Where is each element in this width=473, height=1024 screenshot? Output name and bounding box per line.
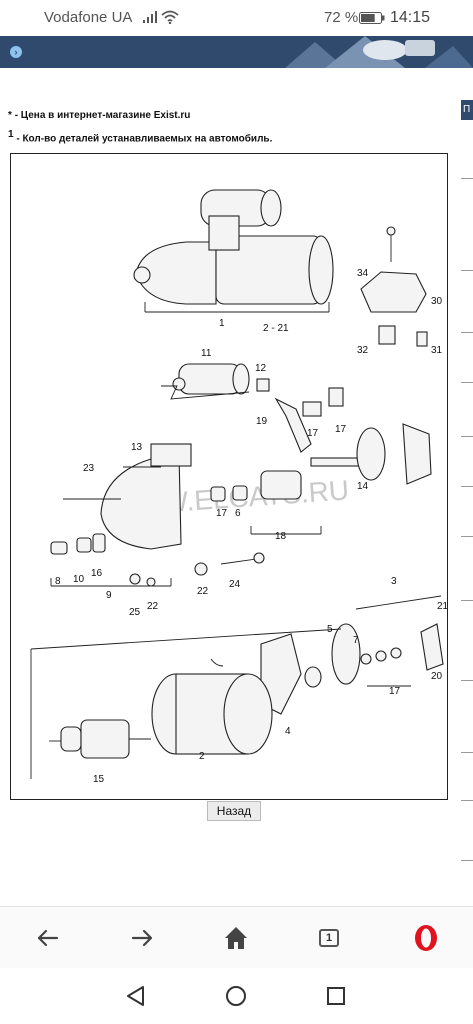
- callout-18: 18: [275, 531, 287, 542]
- drive-end-housing-drawing: [50, 443, 192, 587]
- quantity-note: 1 - Кол-во деталей устанавливаемых на ав…: [8, 129, 272, 144]
- lever-drawing: [274, 387, 344, 453]
- opera-logo-icon[interactable]: [411, 923, 441, 953]
- parts-table-edge: П: [461, 100, 473, 900]
- callout-4: 4: [285, 726, 291, 737]
- quantity-note-marker: 1: [8, 129, 14, 140]
- price-note-text: - Цена в интернет-магазине Exist.ru: [14, 110, 191, 121]
- callout-25: 25: [129, 607, 141, 618]
- banner-image: [285, 36, 473, 68]
- callout-32: 32: [357, 345, 369, 356]
- callout-20: 20: [431, 671, 443, 682]
- callout-24: 24: [229, 579, 241, 590]
- callout-11: 11: [201, 348, 212, 359]
- square-recent-icon[interactable]: [322, 982, 350, 1010]
- wifi-icon: [161, 10, 179, 24]
- callout-10: 10: [73, 574, 85, 585]
- callout-8: 8: [55, 576, 61, 587]
- solenoid-drawing: [161, 363, 270, 400]
- browser-toolbar: 1: [0, 906, 473, 968]
- callout-17-block: 17: [335, 424, 347, 435]
- callout-5: 5: [327, 624, 333, 635]
- price-note-marker: *: [8, 110, 12, 121]
- callout-6: 6: [235, 508, 241, 519]
- circle-home-icon[interactable]: [222, 982, 250, 1010]
- arrow-right-icon[interactable]: [127, 923, 157, 953]
- parts-diagram[interactable]: WWW.ELCATS.RU: [10, 153, 448, 800]
- callout-labels: 1 2 - 21 34 30 32 31 11 12 19 17 17 13 2…: [55, 268, 448, 785]
- callout-31: 31: [431, 345, 443, 356]
- callout-34: 34: [357, 268, 369, 279]
- callout-19: 19: [256, 416, 268, 427]
- site-banner: ›: [0, 36, 473, 68]
- back-button[interactable]: Назад: [207, 801, 261, 821]
- end-cap-drawing: [304, 595, 444, 688]
- price-note: * - Цена в интернет-магазине Exist.ru: [8, 110, 190, 121]
- menu-dot-icon[interactable]: ›: [10, 46, 22, 58]
- tabs-button[interactable]: 1: [314, 923, 344, 953]
- field-housing-drawing: [30, 628, 342, 779]
- callout-23: 23: [83, 463, 95, 474]
- intermediate-shaft-drawing: [310, 423, 432, 485]
- signal-icon: [143, 11, 157, 23]
- home-icon[interactable]: [221, 923, 251, 953]
- starter-exploded-view: WWW.ELCATS.RU: [30, 189, 448, 785]
- callout-1: 1: [219, 318, 225, 329]
- tab-count: 1: [319, 929, 339, 947]
- quantity-note-text: - Кол-во деталей устанавливаемых на авто…: [16, 133, 273, 145]
- callout-17-lever: 17: [307, 428, 319, 439]
- brush-cover-drawing: [360, 226, 428, 347]
- callout-17-pinion: 17: [216, 508, 228, 519]
- pinion-drawing: [210, 470, 322, 535]
- callout-14: 14: [357, 481, 369, 492]
- callout-12: 12: [255, 363, 267, 374]
- starter-assembly-drawing: [133, 189, 334, 313]
- status-bar: Vodafone UA 72 % 14:15: [0, 0, 473, 36]
- callout-2-21: 2 - 21: [263, 323, 289, 334]
- callout-30: 30: [431, 296, 443, 307]
- callout-2: 2: [199, 751, 205, 762]
- clock: 14:15: [390, 9, 431, 26]
- callout-7: 7: [353, 635, 359, 646]
- arrow-left-icon[interactable]: [33, 923, 63, 953]
- callout-3: 3: [391, 576, 397, 587]
- battery-percent: 72 %: [324, 9, 359, 26]
- system-navigation: [0, 968, 473, 1024]
- callout-16: 16: [91, 568, 103, 579]
- callout-13: 13: [131, 442, 143, 453]
- carrier-name: Vodafone UA: [44, 9, 133, 26]
- bolts-drawing: [129, 552, 265, 587]
- triangle-back-icon[interactable]: [122, 982, 150, 1010]
- callout-21: 21: [437, 601, 448, 612]
- callout-22-washer: 22: [197, 586, 209, 597]
- armature-drawing: [49, 719, 151, 759]
- parts-table-header: П: [461, 100, 473, 120]
- battery-icon: [359, 12, 385, 24]
- callout-17-washers: 17: [389, 686, 401, 697]
- callout-9: 9: [106, 590, 112, 601]
- callout-15: 15: [93, 774, 105, 785]
- callout-22-housing: 22: [147, 601, 159, 612]
